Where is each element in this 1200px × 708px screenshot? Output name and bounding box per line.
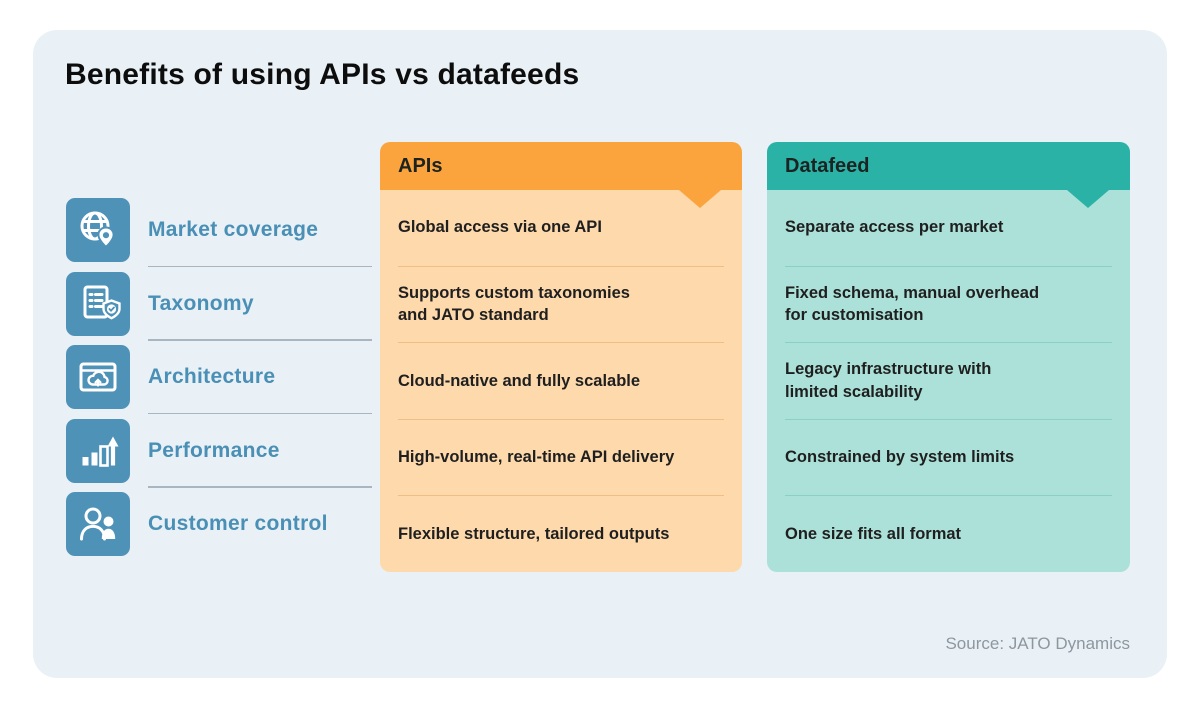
two-users-icon bbox=[66, 492, 130, 556]
apis-benefit-row: Cloud-native and fully scalable bbox=[398, 343, 724, 420]
source-attribution: Source: JATO Dynamics bbox=[945, 634, 1130, 653]
datafeed-column: Datafeed Separate access per market Fixe… bbox=[767, 142, 1130, 572]
apis-benefit-row: High-volume, real-time API delivery bbox=[398, 420, 724, 497]
category-label: Customer control bbox=[148, 512, 328, 535]
apis-benefit-row: Supports custom taxonomies and JATO stan… bbox=[398, 267, 724, 344]
category-row-taxonomy: Taxonomy bbox=[66, 271, 372, 341]
category-list: Market coverage bbox=[66, 198, 372, 566]
category-label: Architecture bbox=[148, 365, 276, 388]
document-shield-check-icon bbox=[66, 271, 130, 336]
globe-location-pin-icon bbox=[66, 198, 130, 262]
category-row-customer-control: Customer control bbox=[66, 492, 372, 556]
apis-column-body: Global access via one API Supports custo… bbox=[380, 190, 742, 572]
datafeed-benefit-row: One size fits all format bbox=[785, 524, 962, 543]
apis-column: APIs Global access via one API Supports … bbox=[380, 142, 742, 572]
apis-column-header: APIs bbox=[380, 142, 742, 208]
category-row-architecture: Architecture bbox=[66, 345, 372, 414]
datafeed-benefit-row: Fixed schema, manual overhead for custom… bbox=[785, 267, 1112, 344]
category-row-market-coverage: Market coverage bbox=[66, 198, 372, 267]
infographic-card: Benefits of using APIs vs datafeeds Mark… bbox=[33, 30, 1167, 678]
category-label: Performance bbox=[148, 438, 280, 462]
category-label: Market coverage bbox=[148, 218, 319, 241]
category-label: Taxonomy bbox=[148, 291, 254, 315]
datafeed-column-body: Separate access per market Fixed schema,… bbox=[767, 190, 1130, 572]
category-row-performance: Performance bbox=[66, 418, 372, 488]
apis-benefit-row: Flexible structure, tailored outputs bbox=[398, 524, 670, 543]
datafeed-column-header: Datafeed bbox=[767, 142, 1130, 208]
datafeed-benefit-row: Legacy infrastructure with limited scala… bbox=[785, 343, 1112, 420]
browser-cloud-upload-icon bbox=[66, 345, 130, 409]
datafeed-benefit-row: Separate access per market bbox=[785, 190, 1112, 267]
bar-chart-up-arrow-icon bbox=[66, 418, 130, 483]
datafeed-benefit-row: Constrained by system limits bbox=[785, 420, 1112, 497]
page-title: Benefits of using APIs vs datafeeds bbox=[65, 58, 580, 91]
apis-benefit-row: Global access via one API bbox=[398, 190, 724, 267]
